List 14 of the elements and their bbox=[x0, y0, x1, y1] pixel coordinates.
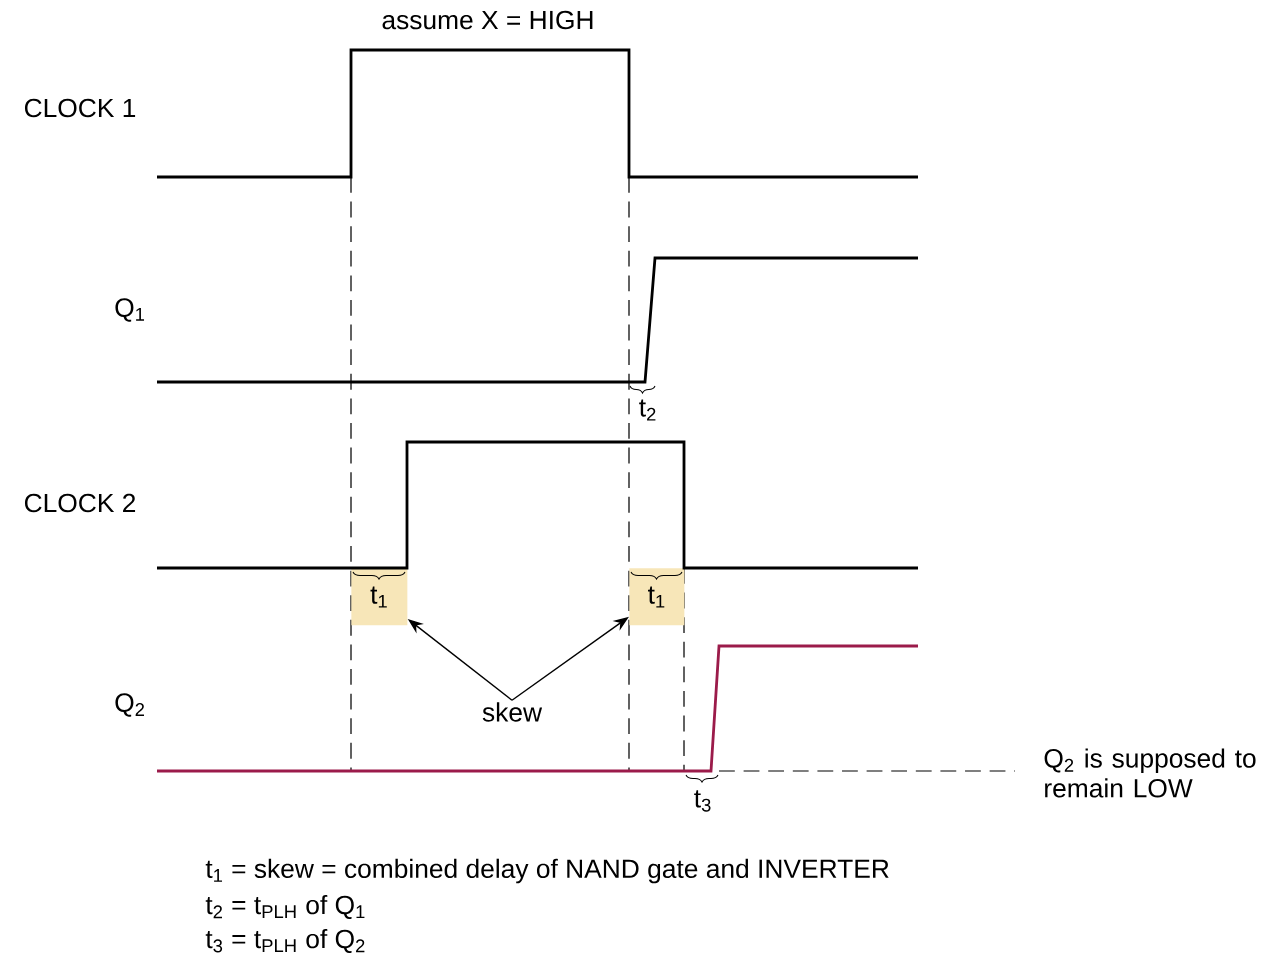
signal-name: CLOCK 1 bbox=[24, 98, 136, 118]
definition-text: t$_{1}$ = skew = combined delay of NAND gate and INVERTER bbox=[205, 858, 889, 884]
delay-label: t$_{3}$ bbox=[694, 790, 711, 812]
note-text: Q$_{2}$ is supposed to remain LOW bbox=[1044, 748, 1256, 798]
signal-name: CLOCK 2 bbox=[24, 493, 136, 513]
skew-interval-box: t$_{1}$ bbox=[629, 568, 685, 626]
definition-text: t$_{3}$ = t$_{PLH}$ of Q$_{2}$ bbox=[205, 928, 365, 954]
delay-label: t$_{2}$ bbox=[639, 399, 656, 421]
signal-name: Q$_{2}$ bbox=[115, 693, 144, 717]
skew-label: skew bbox=[482, 702, 543, 722]
definition-text: t$_{2}$ = t$_{PLH}$ of Q$_{1}$ bbox=[205, 894, 365, 920]
title-label: assume X = HIGH bbox=[382, 10, 593, 30]
skew-interval-box: t$_{1}$ bbox=[351, 568, 408, 626]
signal-name: Q$_{1}$ bbox=[115, 298, 145, 322]
